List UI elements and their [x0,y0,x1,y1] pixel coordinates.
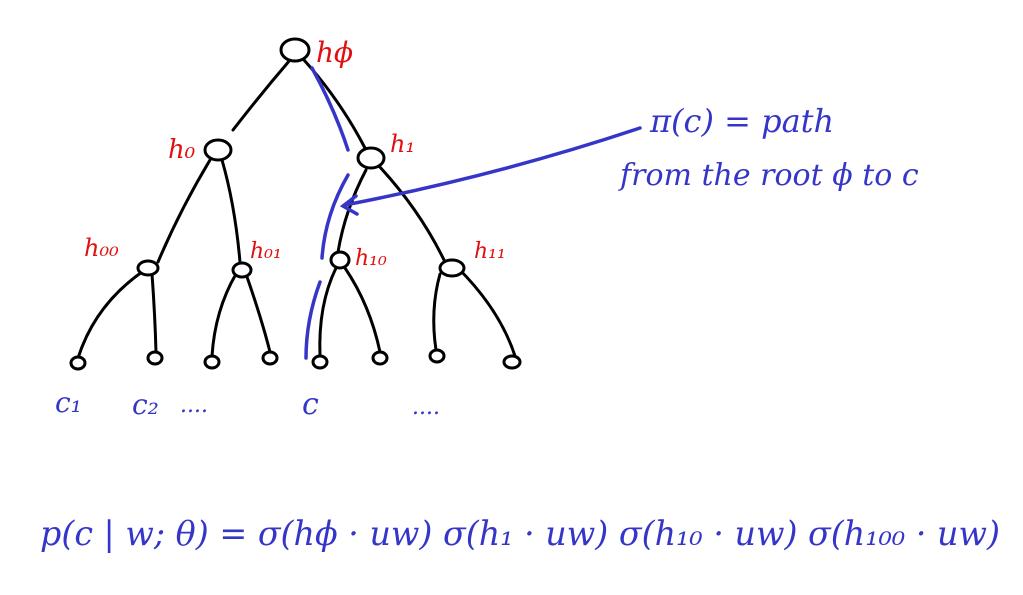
path-root-h1 [310,66,350,152]
node-h01 [231,261,253,279]
edge-h1-h11 [376,163,447,264]
leaf-4 [261,350,279,366]
label-c1: c₁ [55,386,82,419]
label-c2: c₂ [132,388,159,421]
node-h1 [356,146,386,170]
edge-h11-l7 [432,272,442,352]
path-h1-h10 [320,173,350,260]
root-node [279,37,311,63]
leaf-6 [371,350,389,366]
node-h00 [136,259,160,277]
edge-h10-l6 [343,266,382,354]
edge-h10-c [318,266,338,358]
node-h10 [329,250,351,270]
tree-edges [76,58,517,360]
label-h10: h₁₀ [355,246,387,271]
leaf-3 [203,354,221,370]
label-dots-right: .... [412,395,440,420]
annotation-text: π(c) = path from the root ϕ to c [618,102,919,193]
leaf-c1 [69,355,87,371]
leaf-c2 [146,350,164,366]
edge-h00-c1 [76,270,144,360]
annotation-line2: from the root ϕ to c [618,158,919,193]
annotation-line1: π(c) = path [649,102,834,140]
node-h0 [203,138,233,162]
annotation-arrow [339,126,642,216]
tree-nodes [69,37,522,371]
probability-formula: p(c | w; θ) = σ(hϕ · uw) σ(h₁ · uw) σ(h₁… [40,514,1000,554]
label-root: hϕ [316,36,353,69]
label-h00: h₀₀ [84,234,119,262]
label-h0: h₀ [168,135,196,165]
edge-h0-h00 [156,158,212,264]
label-h1: h₁ [390,130,415,158]
arrow-shaft [343,126,642,207]
edge-h00-c2 [150,272,158,354]
node-h11 [438,258,466,278]
label-h11: h₁₁ [474,239,506,264]
leaf-8 [502,354,522,370]
leaf-labels: c₁ c₂ .... c .... [55,386,440,422]
edge-h01-l4 [244,272,272,354]
edge-root-h0 [231,58,292,132]
label-c: c [302,387,319,422]
path-h10-c [304,280,322,360]
label-h01: h₀₁ [250,239,282,264]
edge-h11-l8 [456,266,517,358]
label-dots-left: .... [180,393,208,418]
highlighted-path [304,66,350,360]
edge-h0-h01 [220,158,242,264]
leaf-7 [428,348,446,364]
leaf-c [311,354,329,370]
edge-h01-l3 [210,272,238,358]
arrow-head [339,194,359,216]
node-labels: hϕ h₀ h₁ h₀₀ h₀₁ h₁₀ h₁₁ [84,36,506,271]
